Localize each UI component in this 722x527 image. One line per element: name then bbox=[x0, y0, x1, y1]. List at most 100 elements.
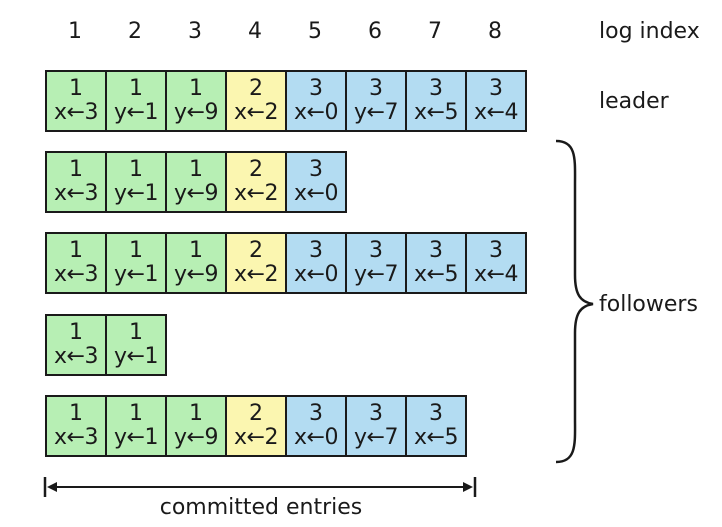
entry-command: y←1 bbox=[114, 100, 158, 125]
followers-label: followers bbox=[599, 292, 698, 317]
entry-command: x←4 bbox=[474, 100, 518, 125]
entry-command: x←5 bbox=[414, 262, 458, 287]
log-index-8: 8 bbox=[488, 19, 502, 44]
entry-command: y←7 bbox=[354, 425, 398, 450]
entry-term: 1 bbox=[69, 157, 83, 182]
entry-term: 3 bbox=[429, 76, 443, 101]
log-index-label: log index bbox=[599, 19, 700, 44]
entry-term: 3 bbox=[369, 76, 383, 101]
entry-command: x←2 bbox=[234, 100, 278, 125]
followers-brace bbox=[555, 139, 594, 464]
entry-command: y←7 bbox=[354, 100, 398, 125]
entry-command: x←3 bbox=[54, 181, 98, 206]
entry-term: 2 bbox=[249, 76, 263, 101]
entry-term: 1 bbox=[129, 76, 143, 101]
entry-command: x←4 bbox=[474, 262, 518, 287]
entry-term: 3 bbox=[489, 238, 503, 263]
leader-label: leader bbox=[599, 89, 669, 114]
entry-term: 1 bbox=[189, 401, 203, 426]
log-index-2: 2 bbox=[128, 19, 142, 44]
entry-term: 1 bbox=[69, 320, 83, 345]
entry-command: x←0 bbox=[294, 262, 338, 287]
entry-term: 1 bbox=[129, 320, 143, 345]
entry-command: x←3 bbox=[54, 344, 98, 369]
entry-term: 3 bbox=[489, 76, 503, 101]
log-index-5: 5 bbox=[308, 19, 322, 44]
entry-command: x←0 bbox=[294, 100, 338, 125]
entry-command: x←0 bbox=[294, 425, 338, 450]
entry-command: y←7 bbox=[354, 262, 398, 287]
entry-command: y←1 bbox=[114, 262, 158, 287]
entry-command: y←1 bbox=[114, 425, 158, 450]
entry-command: y←9 bbox=[174, 181, 218, 206]
entry-term: 1 bbox=[189, 157, 203, 182]
entry-command: x←5 bbox=[414, 425, 458, 450]
entry-term: 1 bbox=[69, 401, 83, 426]
entry-term: 1 bbox=[69, 238, 83, 263]
entry-term: 3 bbox=[309, 76, 323, 101]
entry-term: 3 bbox=[369, 401, 383, 426]
log-index-4: 4 bbox=[248, 19, 262, 44]
entry-command: x←3 bbox=[54, 262, 98, 287]
entry-term: 3 bbox=[429, 238, 443, 263]
entry-term: 3 bbox=[369, 238, 383, 263]
committed-entries-label: committed entries bbox=[159, 495, 363, 520]
entry-command: y←1 bbox=[114, 344, 158, 369]
entry-command: y←1 bbox=[114, 181, 158, 206]
log-index-6: 6 bbox=[368, 19, 382, 44]
entry-term: 1 bbox=[129, 401, 143, 426]
log-index-1: 1 bbox=[68, 19, 82, 44]
entry-term: 1 bbox=[189, 238, 203, 263]
log-index-7: 7 bbox=[428, 19, 442, 44]
log-index-3: 3 bbox=[188, 19, 202, 44]
entry-term: 2 bbox=[249, 401, 263, 426]
entry-command: y←9 bbox=[174, 262, 218, 287]
entry-term: 1 bbox=[129, 238, 143, 263]
entry-term: 3 bbox=[429, 401, 443, 426]
entry-term: 3 bbox=[309, 157, 323, 182]
entry-command: x←2 bbox=[234, 262, 278, 287]
entry-term: 3 bbox=[309, 238, 323, 263]
committed-entries-arrow bbox=[43, 477, 477, 497]
entry-term: 2 bbox=[249, 238, 263, 263]
entry-command: x←0 bbox=[294, 181, 338, 206]
entry-command: x←3 bbox=[54, 100, 98, 125]
entry-command: x←5 bbox=[414, 100, 458, 125]
entry-command: y←9 bbox=[174, 100, 218, 125]
entry-term: 1 bbox=[189, 76, 203, 101]
entry-term: 1 bbox=[129, 157, 143, 182]
entry-command: x←2 bbox=[234, 181, 278, 206]
entry-command: y←9 bbox=[174, 425, 218, 450]
entry-term: 2 bbox=[249, 157, 263, 182]
entry-command: x←2 bbox=[234, 425, 278, 450]
entry-command: x←3 bbox=[54, 425, 98, 450]
